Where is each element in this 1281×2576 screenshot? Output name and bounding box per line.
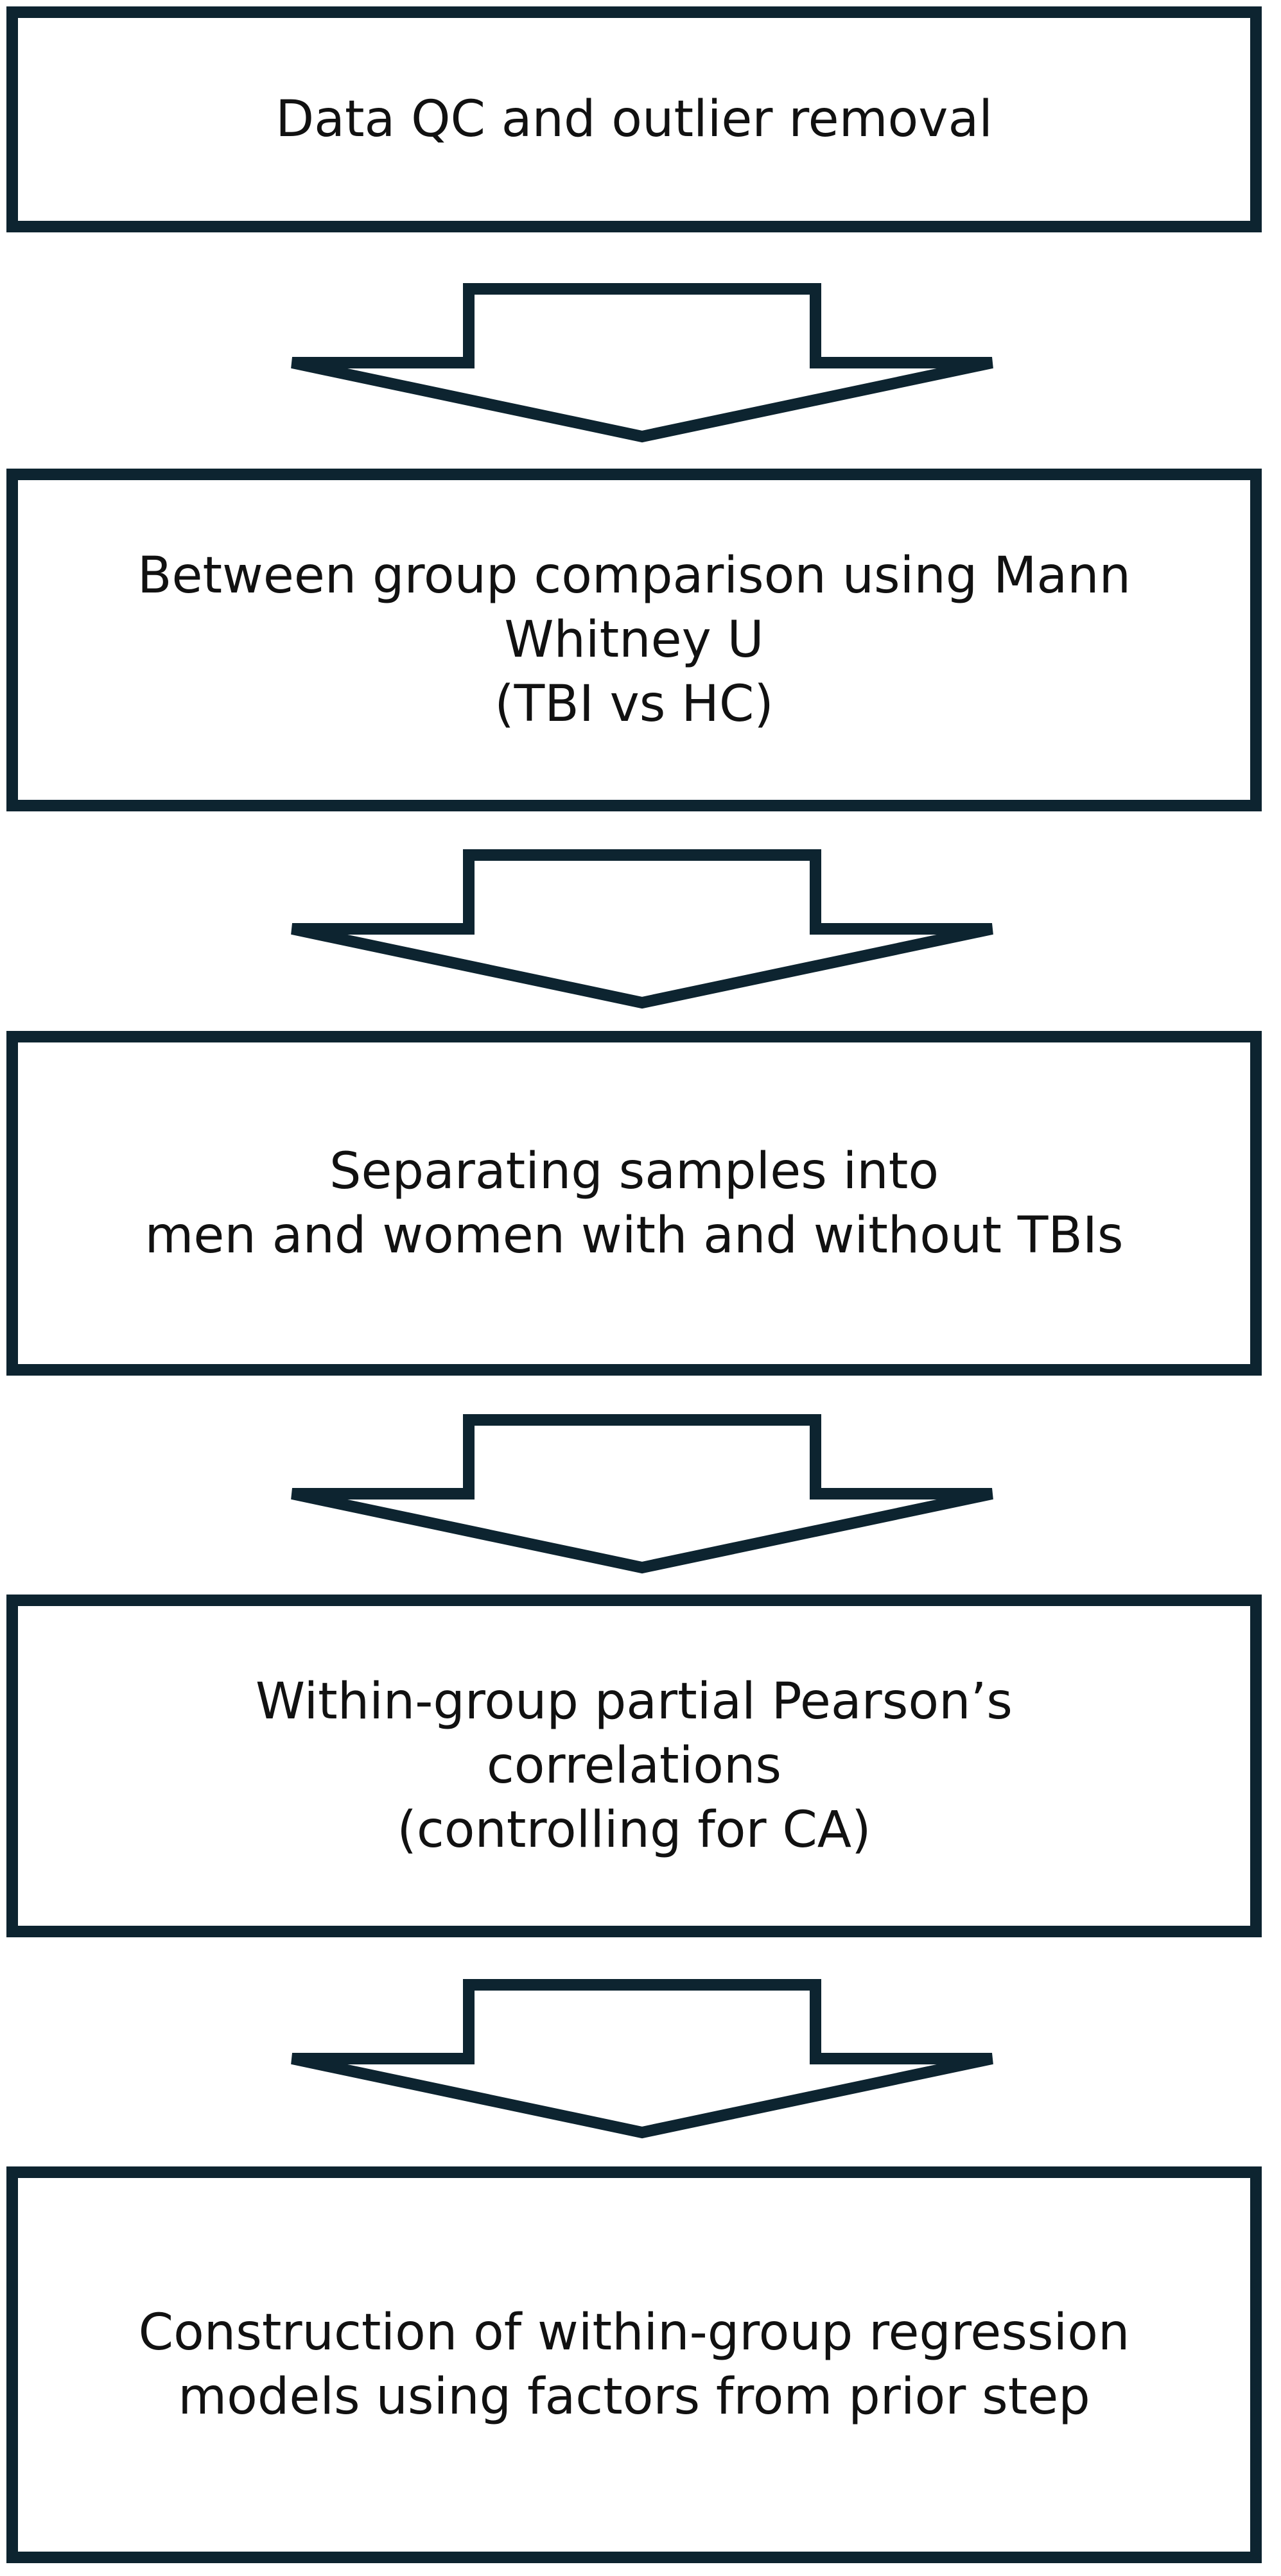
down-arrow-icon [291,283,993,443]
step-text: Separating samples into [329,1142,939,1200]
step-text: Construction of within-group regression [138,2304,1130,2362]
step-text: Whitney U [504,611,764,669]
down-arrow-icon [291,849,993,1009]
step-text: Between group comparison using Mann [137,547,1131,605]
step-box-separating-samples: Separating samples into men and women wi… [6,1031,1262,1376]
step-box-qc: Data QC and outlier removal [6,6,1262,232]
step-text: Data QC and outlier removal [275,91,993,148]
step-text: models using factors from prior step [178,2368,1090,2426]
down-arrow-icon [291,1979,993,2139]
down-arrow-icon [291,1414,993,1574]
step-box-between-group: Between group comparison using Mann Whit… [6,469,1262,811]
step-text: (controlling for CA) [397,1801,871,1859]
step-text: men and women with and without TBIs [144,1206,1124,1265]
step-text: (TBI vs HC) [494,675,774,733]
step-box-partial-correlations: Within-group partial Pearson’s correlati… [6,1595,1262,1937]
step-text: Within-group partial Pearson’s [256,1673,1013,1731]
step-box-regression-models: Construction of within-group regression … [6,2166,1262,2563]
step-text: correlations [486,1737,782,1795]
